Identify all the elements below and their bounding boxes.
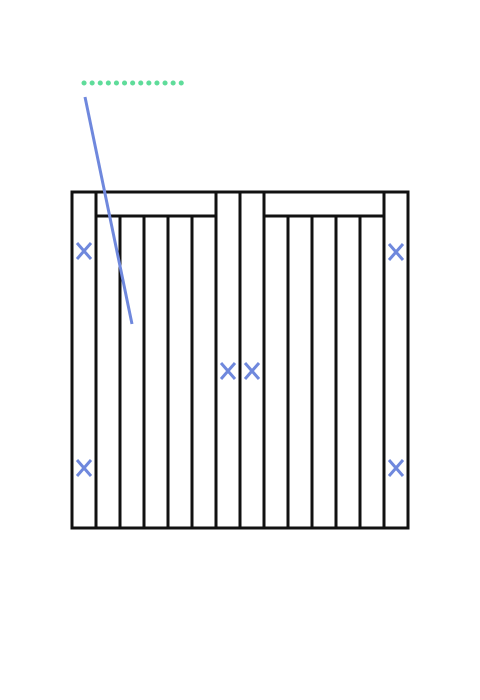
x-mark-icon [75, 242, 93, 260]
pointer-line [83, 96, 134, 325]
x-mark-icon [75, 459, 93, 477]
x-mark-icon [387, 459, 405, 477]
gate-frame [70, 190, 410, 530]
fasteners [75, 242, 405, 477]
x-mark-icon [219, 362, 237, 380]
x-mark-icon [387, 243, 405, 261]
x-mark-icon [243, 362, 261, 380]
